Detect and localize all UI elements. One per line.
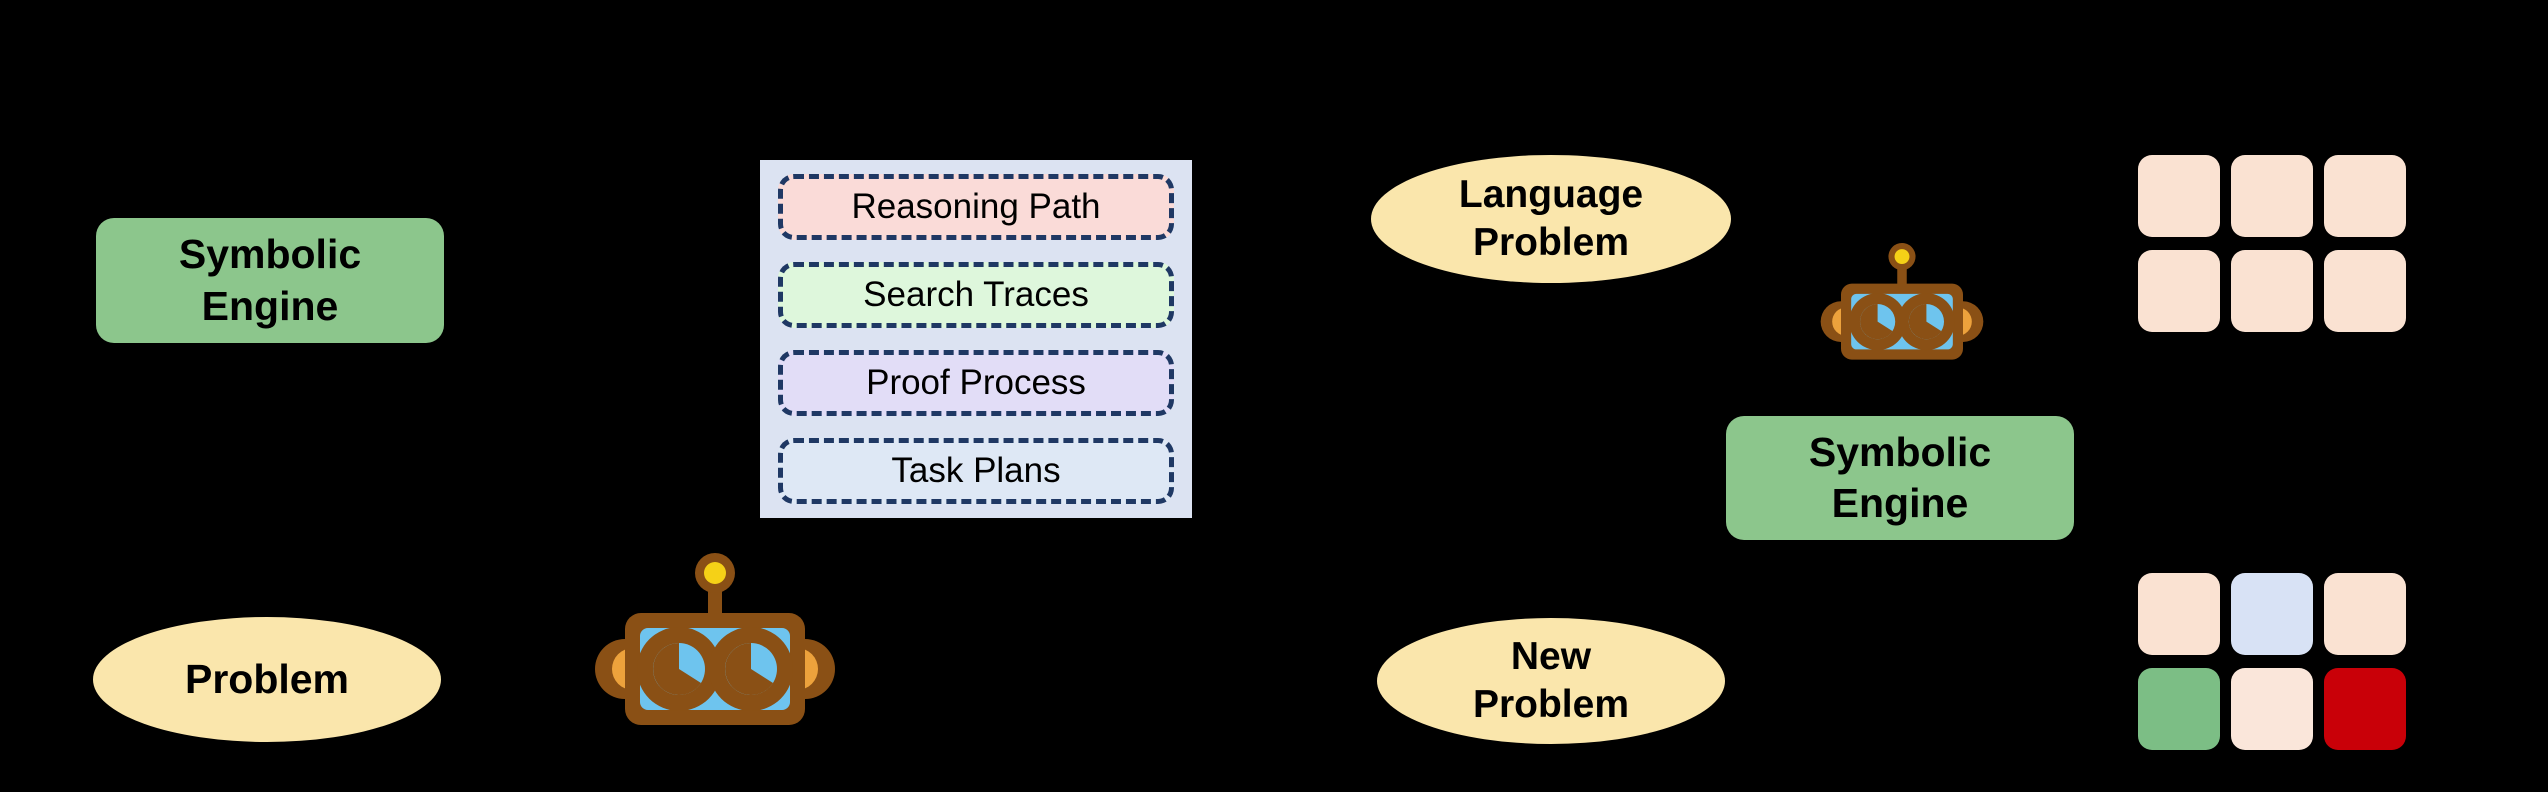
problem-label: Problem	[184, 656, 350, 703]
symbolic-engine-box-right: Symbolic Engine	[1726, 416, 2074, 540]
grid-cell[interactable]	[2138, 573, 2220, 655]
grid-cell[interactable]	[2324, 155, 2406, 237]
symbolic-engine-label-line2: Engine	[201, 282, 339, 329]
panel-item-label: Proof Process	[866, 363, 1086, 402]
panel-item-label: Search Traces	[863, 275, 1089, 314]
robot-icon-large	[583, 553, 847, 733]
grid-cell[interactable]	[2231, 573, 2313, 655]
symbolic-engine-label-line1: Symbolic	[1808, 428, 1992, 475]
symbolic-engine-box-left: Symbolic Engine	[96, 218, 444, 343]
problem-ellipse: Problem	[93, 617, 441, 742]
output-grid-bottom	[2138, 573, 2406, 750]
panel-item-reasoning-path[interactable]: Reasoning Path	[778, 174, 1174, 240]
panel-item-label: Reasoning Path	[851, 187, 1101, 226]
grid-cell[interactable]	[2324, 250, 2406, 332]
robot-icon-small	[1808, 243, 1996, 365]
panel-item-label: Task Plans	[891, 451, 1061, 490]
panel-item-proof-process[interactable]: Proof Process	[778, 350, 1174, 416]
new-problem-label-line2: Problem	[1472, 683, 1630, 726]
new-problem-ellipse: New Problem	[1377, 618, 1725, 744]
grid-cell[interactable]	[2324, 668, 2406, 750]
panel-item-task-plans[interactable]: Task Plans	[778, 438, 1174, 504]
symbolic-engine-label-line1: Symbolic	[178, 231, 362, 278]
grid-cell[interactable]	[2231, 668, 2313, 750]
language-problem-label-line1: Language	[1458, 173, 1644, 217]
language-problem-ellipse: Language Problem	[1371, 155, 1731, 283]
grid-cell[interactable]	[2231, 155, 2313, 237]
output-grid-top	[2138, 155, 2406, 332]
grid-cell[interactable]	[2138, 250, 2220, 332]
grid-cell[interactable]	[2138, 668, 2220, 750]
grid-cell[interactable]	[2231, 250, 2313, 332]
panel-item-search-traces[interactable]: Search Traces	[778, 262, 1174, 328]
grid-cell[interactable]	[2324, 573, 2406, 655]
grid-cell[interactable]	[2138, 155, 2220, 237]
knowledge-panel: Reasoning Path Search Traces Proof Proce…	[760, 160, 1192, 518]
symbolic-engine-label-line2: Engine	[1831, 480, 1969, 526]
new-problem-label-line1: New	[1510, 635, 1592, 679]
language-problem-label-line2: Problem	[1472, 221, 1630, 264]
